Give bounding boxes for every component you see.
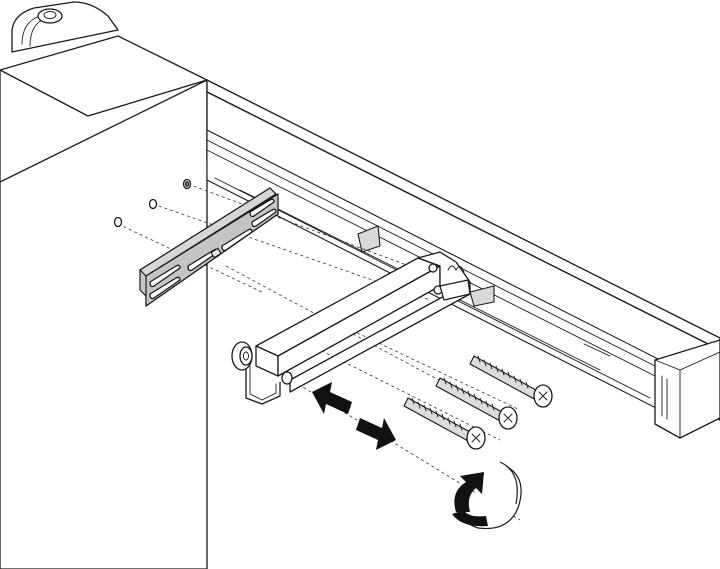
screw-holes [113,178,192,228]
cabinet-side-panel [0,35,208,569]
screw-1 [403,397,486,450]
motor-housing [11,1,119,53]
screw-3 [469,355,553,408]
rotate-arrow-icon [452,461,522,530]
slide-adjust-arrows-icon [312,382,396,450]
mounting-plate [139,187,279,307]
rail-profile [206,79,720,439]
screw-2 [435,377,518,430]
slide-arm [231,251,471,405]
